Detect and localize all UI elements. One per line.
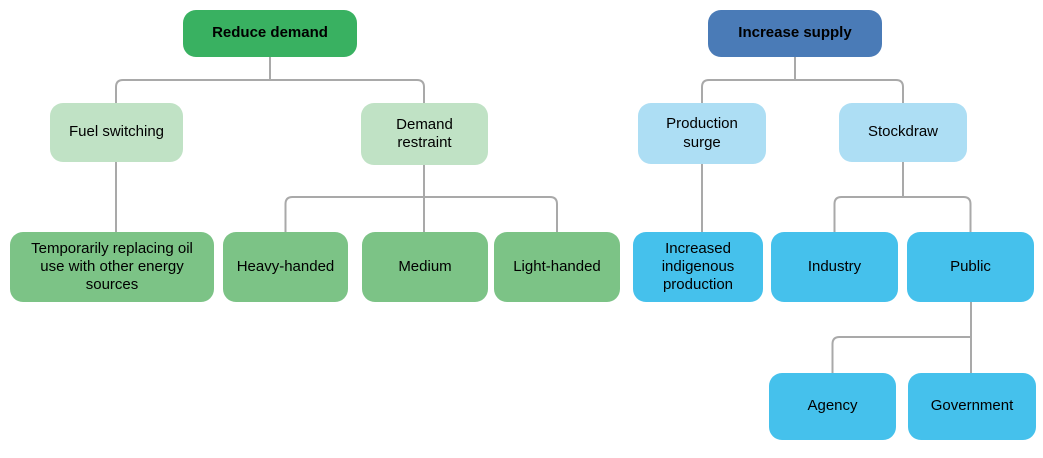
- node-temporarily-replacing-oil-label: Temporarily replacing oil use with other…: [31, 239, 193, 294]
- node-demand-restraint: Demand restraint: [361, 103, 488, 165]
- node-increase-supply: Increase supply: [708, 10, 882, 57]
- node-government-label: Government: [930, 397, 1014, 415]
- node-reduce-demand-label: Reduce demand: [212, 24, 328, 42]
- node-heavy-handed: Heavy-handed: [223, 232, 348, 302]
- node-industry-label: Industry: [807, 257, 862, 275]
- node-increased-indigenous-production: Increased indigenous production: [633, 232, 763, 302]
- node-industry: Industry: [771, 232, 898, 302]
- node-stockdraw-label: Stockdraw: [867, 123, 939, 141]
- connector-increase-supply-children: [701, 79, 904, 103]
- node-medium: Medium: [362, 232, 488, 302]
- connector-public-children: [831, 336, 971, 373]
- node-production-surge: Production surge: [638, 103, 766, 164]
- node-stockdraw: Stockdraw: [839, 103, 967, 162]
- node-increased-indigenous-production-label: Increased indigenous production: [661, 239, 735, 294]
- node-fuel-switching: Fuel switching: [50, 103, 183, 162]
- node-public: Public: [907, 232, 1034, 302]
- node-agency-label: Agency: [807, 397, 858, 415]
- node-heavy-handed-label: Heavy-handed: [236, 257, 335, 275]
- node-government: Government: [908, 373, 1036, 440]
- node-medium-label: Medium: [398, 257, 452, 275]
- node-reduce-demand: Reduce demand: [183, 10, 357, 57]
- node-light-handed: Light-handed: [494, 232, 620, 302]
- node-temporarily-replacing-oil: Temporarily replacing oil use with other…: [10, 232, 214, 302]
- node-fuel-switching-label: Fuel switching: [68, 123, 165, 141]
- connector-stockdraw-children: [833, 196, 972, 232]
- node-light-handed-label: Light-handed: [513, 257, 601, 275]
- connector-demand-restraint-children: [284, 196, 558, 232]
- node-increase-supply-label: Increase supply: [738, 24, 852, 42]
- node-agency: Agency: [769, 373, 896, 440]
- node-public-label: Public: [950, 257, 991, 275]
- connector-reduce-demand-children: [115, 79, 425, 103]
- node-demand-restraint-label: Demand restraint: [396, 115, 453, 151]
- node-production-surge-label: Production surge: [666, 115, 738, 151]
